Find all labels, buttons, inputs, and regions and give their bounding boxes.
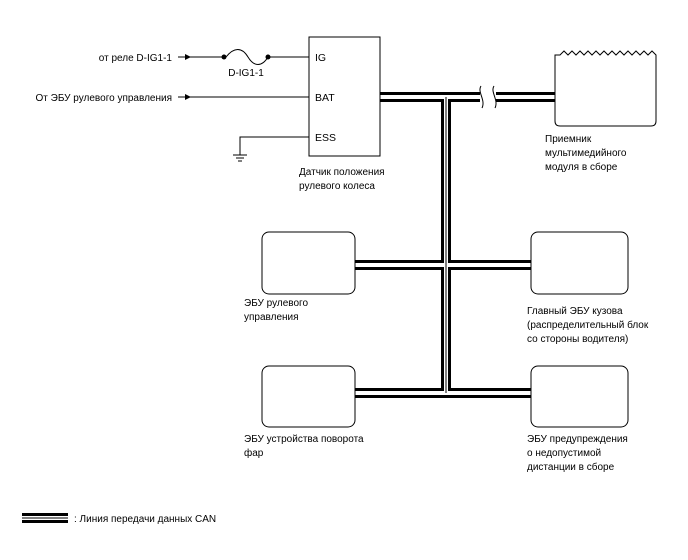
legend-label: : Линия передачи данных CAN [74, 514, 216, 525]
steering-ecu-caption-line-2: управления [244, 312, 299, 323]
headlamp-ecu-caption-line-2: фар [244, 447, 264, 459]
pin-bat-label: BAT [315, 92, 335, 104]
steering-ecu-source-label: От ЭБУ рулевого управления [36, 93, 172, 104]
distance-ecu-caption-line-1: ЭБУ предупреждения [527, 434, 628, 445]
bus-break-mark [479, 85, 497, 109]
sensor-caption-line-1: Датчик положения [299, 167, 385, 178]
pin-ess-label: ESS [315, 132, 336, 144]
sensor-caption-line-2: рулевого колеса [299, 181, 375, 192]
headlamp-ecu-box [261, 365, 356, 428]
relay-source-label: от реле D-IG1-1 [99, 53, 173, 64]
distance-ecu-box [530, 365, 629, 428]
multimedia-caption-line-1: Приемник [545, 134, 592, 145]
pin-ig-label: IG [315, 52, 326, 64]
steering-sensor-box [308, 36, 381, 157]
fuse-label: D-IG1-1 [228, 68, 264, 79]
can-bus [353, 85, 557, 398]
ground-wire [233, 136, 309, 162]
headlamp-ecu-caption-line-1: ЭБУ устройства поворота [244, 434, 364, 445]
body-ecu-caption-line-3: со стороны водителя) [527, 334, 628, 345]
steering-sensor-block: IG BAT ESS [308, 36, 381, 157]
multimedia-receiver-block [554, 50, 657, 127]
bat-signal-wire [178, 94, 309, 100]
multimedia-caption-line-3: модуля в сборе [545, 161, 618, 173]
body-ecu-box [530, 231, 629, 295]
multimedia-caption-line-2: мультимедийного [545, 148, 627, 159]
steering-ecu-caption-line-1: ЭБУ рулевого [244, 298, 308, 309]
distance-ecu-caption-line-3: дистанции в сборе [527, 461, 615, 473]
ig-power-wire [178, 49, 309, 65]
steering-ecu-box [261, 231, 356, 295]
body-ecu-caption-line-1: Главный ЭБУ кузова [527, 306, 623, 317]
multimedia-receiver-box [554, 50, 657, 127]
ground-icon [233, 154, 247, 162]
legend: : Линия передачи данных CAN [22, 513, 216, 525]
body-ecu-caption-line-2: (распределительный блок [527, 319, 649, 331]
distance-ecu-caption-line-2: о недопустимой [527, 448, 601, 459]
